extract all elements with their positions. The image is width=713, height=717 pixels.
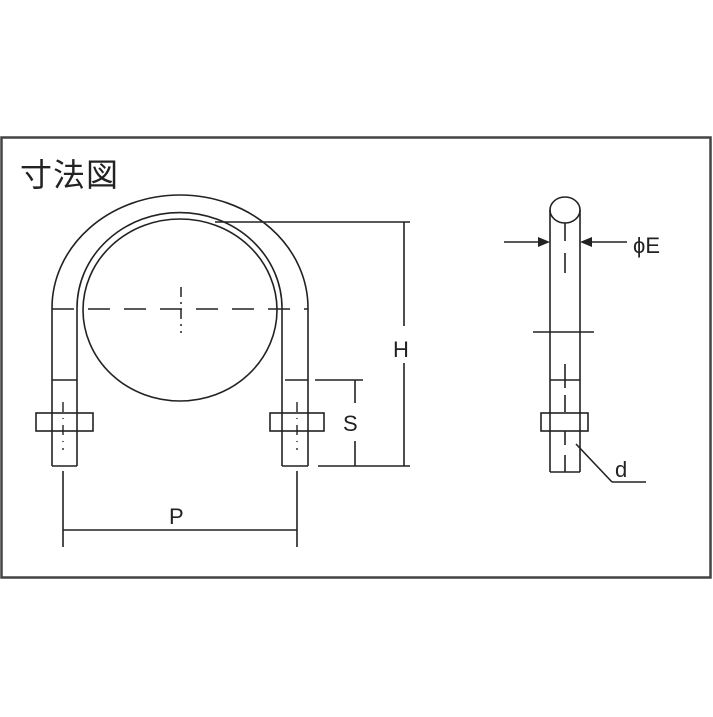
- pipe-circle: [82, 218, 278, 402]
- u-bolt-front-view: [35, 194, 325, 467]
- nut-left: [35, 412, 94, 432]
- label-h: H: [393, 337, 409, 362]
- u-bolt-outer-edge: [51, 194, 309, 466]
- dimension-e: ϕE: [504, 233, 660, 258]
- dimension-d: d: [575, 443, 646, 483]
- drawing-title: 寸法図: [20, 156, 120, 194]
- drawing-frame: [0, 136, 712, 579]
- label-d: d: [615, 457, 627, 482]
- dimension-h: H: [215, 221, 410, 467]
- u-bolt-side-view: [533, 196, 594, 473]
- label-e: ϕE: [633, 233, 660, 258]
- side-nut: [540, 412, 589, 432]
- dimension-p: P: [62, 471, 298, 547]
- dimension-s: S: [315, 379, 363, 466]
- label-p: P: [169, 504, 184, 529]
- rod-top-section: [549, 196, 581, 224]
- label-s: S: [343, 411, 358, 436]
- u-bolt-inner-edge: [76, 211, 283, 466]
